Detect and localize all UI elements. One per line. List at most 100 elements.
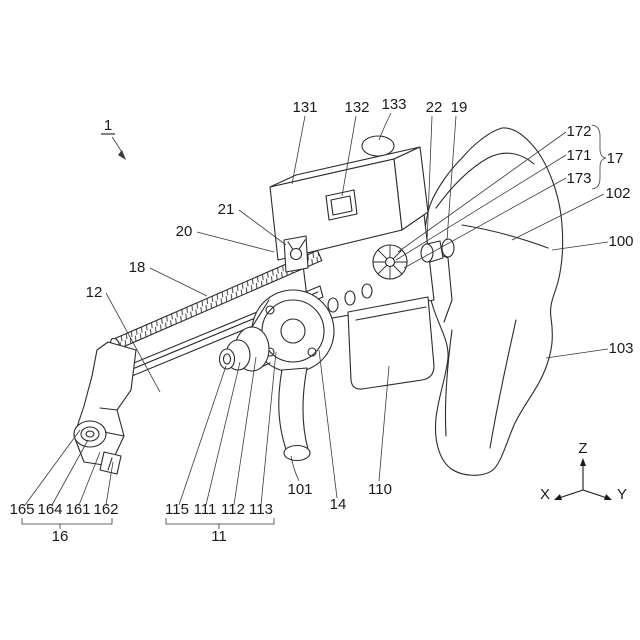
axis-x-label: X [540,486,550,503]
support-block [347,296,435,390]
ref-label-133: 133 [381,96,406,113]
leader-115 [178,365,227,506]
ref-label-112: 112 [221,501,245,518]
leader-161 [78,451,101,506]
axis-indicator: Z X Y [540,440,627,503]
flange-bolt-1 [265,305,275,315]
ref-label-172: 172 [566,123,591,140]
ref-label-103: 103 [608,340,633,357]
leader-18 [149,267,208,297]
ref-label-115: 115 [165,501,189,518]
axis-y-line [582,489,608,499]
leader-131 [291,115,306,185]
ref-label-20: 20 [176,223,193,240]
body-facet-top [435,152,535,209]
leader-102 [511,193,605,241]
leader-164 [51,439,89,506]
leader-22 [426,115,433,245]
motor-box-window [325,189,358,221]
leader-112 [233,356,257,506]
leader-133 [378,112,392,141]
ref-label-171: 171 [566,147,591,164]
ref-label-132: 132 [344,99,369,116]
leader-103 [545,348,609,359]
ref-label-161: 161 [65,501,90,518]
fan-hub [384,256,396,268]
cylinder-19 [441,238,455,258]
leader-14 [318,349,338,499]
body-facet-grip-front [444,329,453,437]
brace-17 [591,124,607,190]
axis-y-label: Y [617,486,627,503]
ref-label-162: 162 [93,501,118,518]
leader-12 [105,292,161,393]
flange-inner [280,318,306,344]
leader-171 [395,154,567,261]
bracket-16 [21,518,113,529]
chuck-tip [222,353,232,365]
leader-101 [290,455,300,482]
body-outline [423,127,564,476]
leader-1-arrowhead [118,150,126,160]
chuck-stage-3 [218,348,236,370]
clamp-roller-mid [80,426,100,442]
flange-bolt-2 [307,347,317,357]
body-facet-grip-rear [489,319,517,449]
leader-111 [205,361,241,506]
motor-box-window-inner [330,195,353,216]
ref-label-111: 111 [194,501,217,518]
axis-x-arrowhead [554,494,562,500]
leader-20 [196,231,275,253]
bracket-11 [165,518,275,529]
ref-label-17: 17 [607,150,624,167]
ref-label-102: 102 [605,185,630,202]
axis-z-label: Z [578,440,587,457]
leader-113 [260,351,277,506]
ref-label-11: 11 [211,528,227,545]
ref-label-18: 18 [129,259,146,276]
ref-label-165: 165 [9,501,34,518]
ref-label-22: 22 [426,99,443,116]
machine-drawing [73,127,564,476]
ref-label-16: 16 [52,528,69,545]
grip [278,367,309,453]
ref-label-1: 1 [104,117,112,134]
ref-label-113: 113 [249,501,273,518]
leader-172 [397,131,567,253]
ref-label-173: 173 [566,170,591,187]
leader-110 [378,365,390,482]
grip-end [283,444,311,462]
ref-label-164: 164 [37,501,62,518]
leader-21 [238,209,287,246]
axis-x-line [558,489,584,499]
rod-bracket-eye [289,247,303,261]
ref-label-101: 101 [287,481,312,498]
ref-label-110: 110 [368,481,392,498]
ref-label-12: 12 [86,284,103,301]
body-facet-rail [461,224,549,249]
clamp-arm-edge-1 [99,407,118,411]
ref-label-21: 21 [218,201,235,218]
axis-z-arrowhead [580,458,586,466]
chuck-top-line [251,299,270,328]
ref-label-14: 14 [330,496,347,513]
clamp-arm [73,341,137,467]
clamp-roller-inner [85,430,95,438]
leader-132 [341,115,357,197]
clamp-hook-notch [107,457,113,471]
leader-19 [446,115,457,241]
leader-165 [24,429,81,506]
ref-label-19: 19 [451,99,468,116]
axis-y-arrowhead [604,494,612,500]
stud-pins [327,283,373,313]
reference-numerals: 1 131 132 133 22 19 172 171 17 173 102 1… [9,96,633,545]
support-block-edge [355,306,427,321]
leader-100 [551,241,609,251]
ref-label-131: 131 [292,99,317,116]
motor-cap [361,135,395,157]
leader-lines [21,112,609,529]
leader-173 [403,177,567,269]
leader-162 [105,461,114,506]
